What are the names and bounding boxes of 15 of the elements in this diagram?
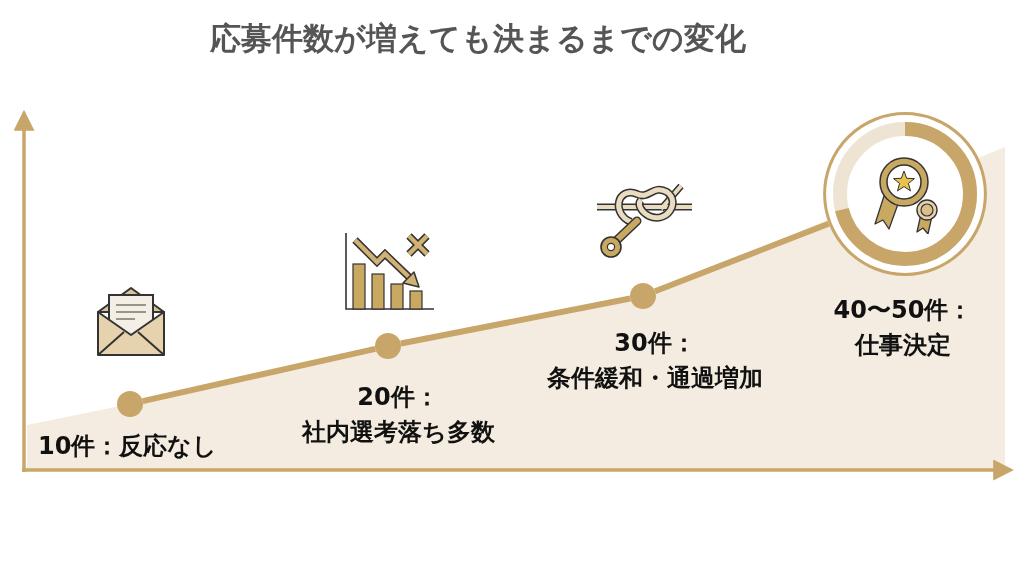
milestone-label: 社内選考落ち多数 (301, 417, 495, 448)
connector-line (142, 345, 376, 405)
milestone-label: 20件： (357, 382, 439, 413)
milestone-dot (630, 283, 656, 309)
connector-line (654, 220, 830, 295)
title: 応募件数が増えても決まるまでの変化 (210, 19, 746, 58)
milestone-label: 30件： (614, 328, 696, 359)
connector-line (400, 295, 631, 347)
milestone-label: 仕事決定 (855, 330, 951, 361)
award-ring (823, 112, 987, 276)
milestone-dot (375, 333, 401, 359)
milestone-label: 条件緩和・通過増加 (547, 363, 763, 394)
milestone-label: 10件：反応なし (38, 431, 218, 462)
milestone-dot (117, 391, 143, 417)
milestone-label: 40〜50件： (833, 295, 973, 326)
